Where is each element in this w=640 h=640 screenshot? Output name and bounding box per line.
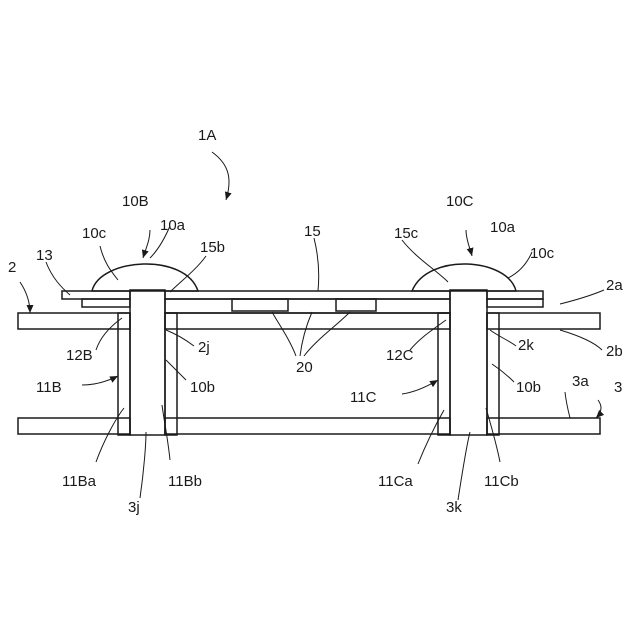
label-11B: 11B xyxy=(36,379,62,396)
label-13: 13 xyxy=(36,247,53,264)
label-11Ba: 11Ba xyxy=(62,473,97,490)
layer-13-left xyxy=(62,291,130,307)
label-3k: 3k xyxy=(446,499,462,516)
label-11C: 11C xyxy=(350,389,377,406)
lower-board xyxy=(18,418,600,434)
label-3: 3 xyxy=(614,379,622,396)
label-11Cb: 11Cb xyxy=(484,473,519,490)
label-15: 15 xyxy=(304,223,321,240)
label-2j: 2j xyxy=(198,339,210,356)
label-10b-right: 10b xyxy=(516,379,541,396)
label-20: 20 xyxy=(296,359,313,376)
flex-member-15 xyxy=(165,291,450,313)
shaft-right xyxy=(450,290,487,435)
bump-10B xyxy=(92,264,198,291)
label-10c-left: 10c xyxy=(82,225,107,242)
label-10C: 10C xyxy=(446,193,474,210)
label-10b-left: 10b xyxy=(190,379,215,396)
label-10B: 10B xyxy=(122,193,149,210)
label-12B: 12B xyxy=(66,347,93,364)
label-12C: 12C xyxy=(386,347,414,364)
pillar-11C xyxy=(438,313,499,435)
label-15b: 15b xyxy=(200,239,225,256)
label-2k: 2k xyxy=(518,337,534,354)
label-15c: 15c xyxy=(394,225,419,242)
label-10a-right: 10a xyxy=(490,219,516,236)
label-11Ca: 11Ca xyxy=(378,473,413,490)
label-1A: 1A xyxy=(198,127,216,144)
label-10a-left: 10a xyxy=(160,217,186,234)
label-11Bb: 11Bb xyxy=(168,473,202,490)
label-3j: 3j xyxy=(128,499,140,516)
label-2: 2 xyxy=(8,259,16,276)
label-2b: 2b xyxy=(606,343,623,360)
layer-right xyxy=(487,291,543,307)
label-3a: 3a xyxy=(572,373,589,390)
label-10c-right: 10c xyxy=(530,245,555,262)
bump-10C xyxy=(412,264,516,291)
shaft-left xyxy=(130,290,165,435)
label-2a: 2a xyxy=(606,277,623,294)
upper-board xyxy=(18,313,600,329)
labels: 1A 10B 10C 10a 10a 10c 10c 15 15b 15c 13… xyxy=(8,127,623,516)
